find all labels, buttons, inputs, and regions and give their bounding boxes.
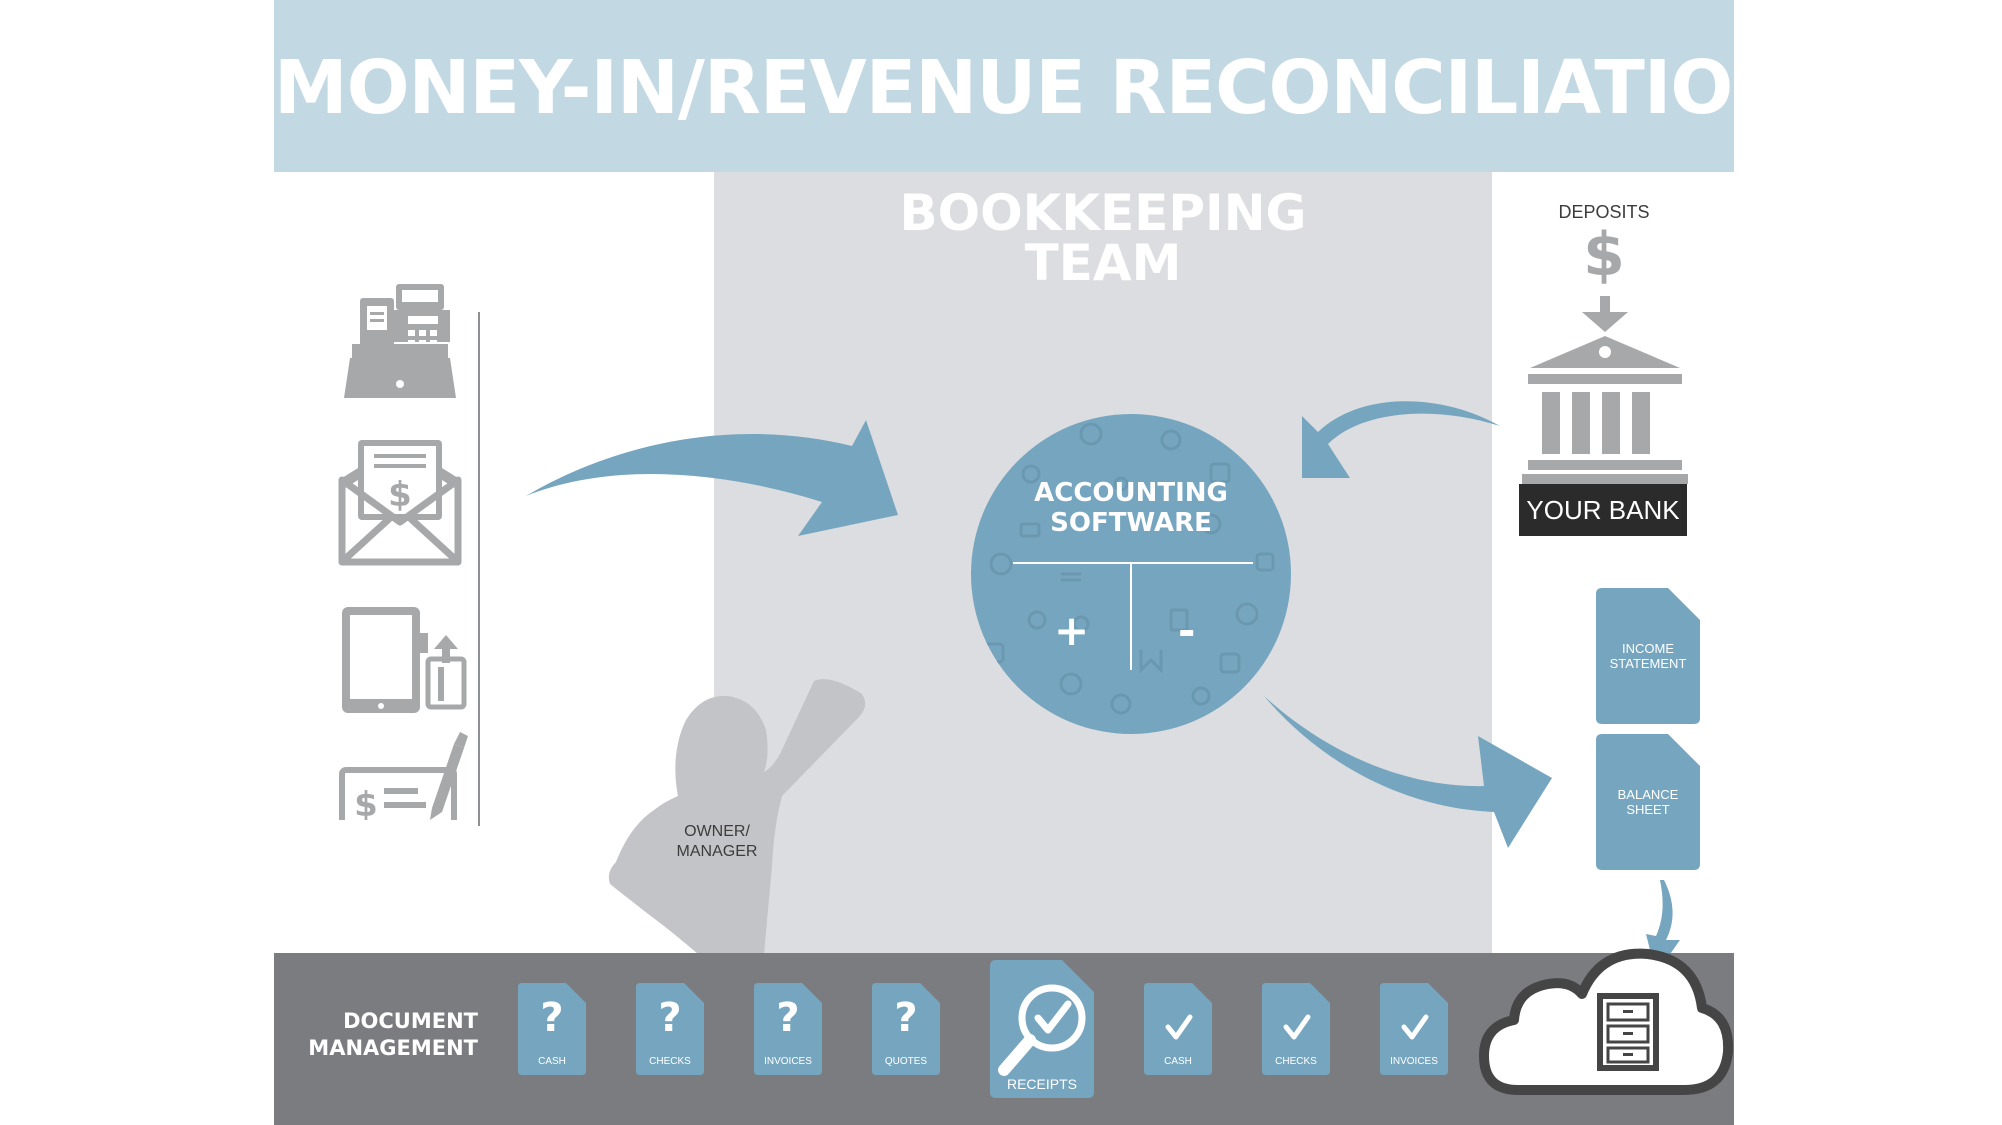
accounting-software-title: ACCOUNTING SOFTWARE [971,478,1291,538]
question-doc-icon [754,983,822,1075]
reconciled-doc-cash: CASH [1144,983,1212,1075]
circle-background-pattern [983,422,1275,715]
mail-payment-icon: $ [338,440,462,566]
question-doc-icon [636,983,704,1075]
question-mark: ? [658,995,682,1041]
unreconciled-doc-checks: ? CHECKS [636,983,704,1075]
checkmark-doc-icon [1144,983,1212,1075]
balance-sheet-line-1: BALANCE [1617,787,1679,802]
cash-register-icon [344,284,456,398]
debit-plus-sign: + [1054,606,1090,655]
owner-manager-label: OWNER/ MANAGER [650,822,784,862]
svg-text:$: $ [388,475,412,515]
bank-to-software-arrow [1302,401,1500,478]
document-management-line-1: DOCUMENT [343,1009,478,1033]
income-statement-line-2: STATEMENT [1609,656,1687,671]
deposits-label: DEPOSITS [1558,202,1650,222]
checkmark-doc-icon [1262,983,1330,1075]
balance-sheet-line-2: SHEET [1626,802,1670,817]
balance-sheet-doc-icon [1596,734,1700,870]
reconciled-doc-checks: CHECKS [1262,983,1330,1075]
team-title: BOOKKEEPING TEAM [714,188,1492,288]
receipts-doc: RECEIPTS [990,960,1094,1098]
document-management-label: DOCUMENT MANAGEMENT [290,1008,478,1062]
t-account-horizontal-line [1013,562,1253,564]
question-doc-icon [872,983,940,1075]
balance-sheet-label: BALANCE SHEET [1596,787,1700,817]
income-statement-line-1: INCOME [1622,641,1674,656]
dollar-icon: $ [1583,220,1625,290]
owner-line-2: MANAGER [676,843,758,860]
checkmark-doc-icon [1380,983,1448,1075]
bank-building-icon [1522,296,1688,484]
credit-minus-sign: - [1178,606,1196,655]
income-statement-label: INCOME STATEMENT [1596,641,1700,671]
doc-caption: CASH [538,1056,566,1067]
doc-caption: INVOICES [764,1056,812,1067]
software-to-reports-arrow [1264,696,1552,848]
doc-caption: QUOTES [884,1056,928,1067]
cloud-file-cabinet-icon [1479,948,1734,1095]
unreconciled-doc-quotes: ? QUOTES [872,983,940,1075]
owner-line-1: OWNER/ [684,823,750,840]
question-mark: ? [540,995,564,1041]
owner-manager-silhouette [608,679,866,954]
reconciled-doc-invoices: INVOICES [1380,983,1448,1075]
income-sources: $ $ [338,284,468,820]
software-line-2: SOFTWARE [1050,508,1212,538]
question-mark: ? [776,995,800,1041]
income-statement-doc-icon [1596,588,1700,724]
svg-text:$: $ [354,785,378,820]
magnifier-check-icon [990,960,1094,1098]
unreconciled-doc-invoices: ? INVOICES [754,983,822,1075]
team-title-line-1: BOOKKEEPING [899,184,1307,242]
check-icon: $ [339,732,468,820]
income-sources-divider [478,312,480,826]
income-to-software-arrow [526,420,898,536]
question-doc-icon [518,983,586,1075]
document-management-line-2: MANAGEMENT [308,1036,478,1060]
t-account-vertical-line [1130,563,1132,670]
title-banner [274,0,1734,172]
doc-caption: CHECKS [649,1056,691,1067]
unreconciled-doc-cash: ? CASH [518,983,586,1075]
page-title: MONEY-IN/REVENUE RECONCILIATION [274,45,1794,131]
question-mark: ? [894,995,918,1041]
your-bank-badge: YOUR BANK [1519,484,1687,536]
doc-caption: CASH [1164,1056,1192,1067]
doc-caption: INVOICES [1390,1056,1438,1067]
team-title-line-2: TEAM [1024,234,1182,292]
doc-caption: CHECKS [1275,1056,1317,1067]
software-line-1: ACCOUNTING [1034,478,1228,508]
receipts-caption: RECEIPTS [1006,1076,1077,1092]
card-reader-icon [342,607,467,713]
